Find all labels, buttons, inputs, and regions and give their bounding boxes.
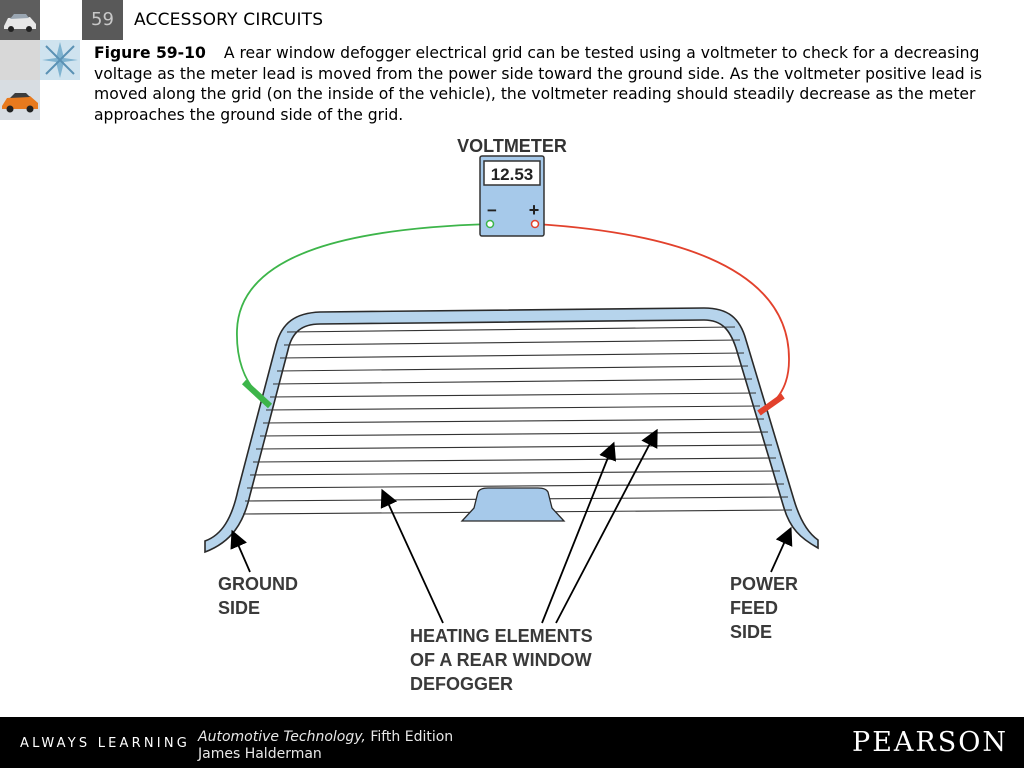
ground-lead-wire: [236, 223, 491, 393]
figure-label: Figure 59-10: [94, 44, 206, 62]
negative-terminal: [485, 219, 495, 229]
power-label-line-2: FEED: [730, 598, 778, 618]
book-edition: Fifth Edition: [365, 729, 454, 745]
footer-tagline: ALWAYS LEARNING: [20, 736, 191, 751]
brake-light: [460, 487, 566, 522]
power-label-line-3: SIDE: [730, 622, 772, 642]
car-thumbnail-1: [0, 0, 40, 40]
plus-symbol: +: [529, 200, 540, 220]
book-title: Automotive Technology,: [198, 729, 366, 745]
heating-arrow-2: [541, 441, 617, 624]
caption-text: A rear window defogger electrical grid c…: [94, 44, 983, 124]
chapter-number: 59: [82, 0, 123, 40]
heating-arrow-1: [380, 488, 444, 624]
defogger-diagram: VOLTMETER 12.53 − + GROUND SIDE POWER FE…: [204, 136, 819, 694]
book-info: Automotive Technology, Fifth Edition Jam…: [198, 729, 453, 763]
positive-terminal: [530, 219, 540, 229]
meter-display: [483, 160, 541, 186]
car-thumbnail-2: [0, 80, 40, 120]
chapter-title: ACCESSORY CIRCUITS: [134, 10, 324, 30]
rear-window-frame: [204, 307, 819, 554]
ground-label-line-2: SIDE: [218, 598, 260, 618]
heating-arrow-3: [555, 428, 658, 624]
ground-probe: [241, 379, 273, 409]
heating-label-line-1: HEATING ELEMENTS: [410, 626, 593, 646]
publisher-logo: PEARSON: [852, 727, 1008, 758]
gray-thumbnail: [0, 40, 40, 80]
ground-arrow: [230, 529, 251, 573]
power-arrow: [770, 526, 793, 573]
power-label-line-1: POWER: [730, 574, 798, 594]
heating-label-line-3: DEFOGGER: [410, 674, 513, 694]
book-author: James Halderman: [198, 746, 322, 762]
minus-symbol: −: [487, 201, 497, 220]
meter-reading: 12.53: [491, 165, 534, 184]
power-probe: [757, 393, 785, 416]
crystal-thumbnail: [40, 40, 80, 80]
power-lead-wire: [535, 223, 790, 406]
footer-bar: ALWAYS LEARNING Automotive Technology, F…: [0, 717, 1024, 768]
heating-label-line-2: OF A REAR WINDOW: [410, 650, 592, 670]
heating-grid: [242, 326, 793, 515]
ground-label-line-1: GROUND: [218, 574, 298, 594]
voltmeter-label: VOLTMETER: [457, 136, 567, 156]
